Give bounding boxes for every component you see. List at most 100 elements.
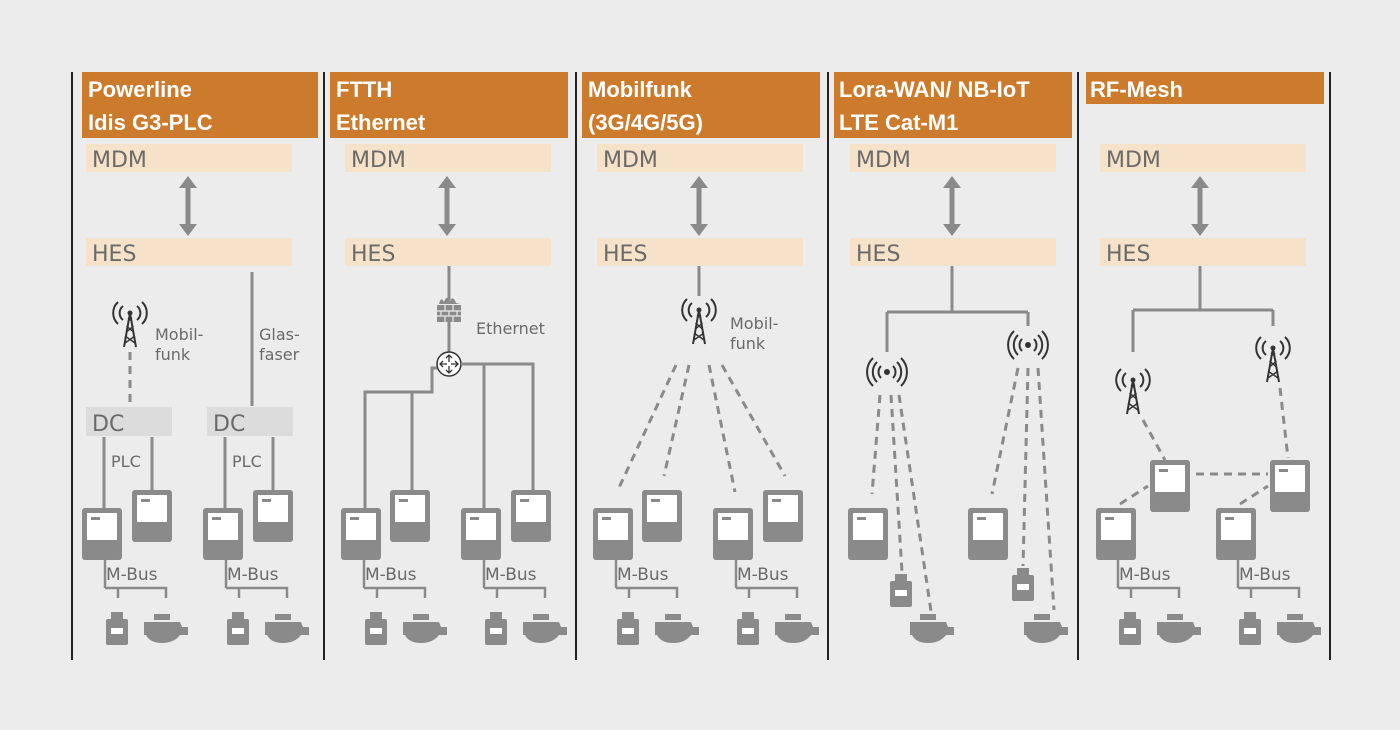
electricity-meter-icon <box>203 508 243 560</box>
heat-meter-icon <box>1012 568 1034 601</box>
mbus-label-1: M-Bus <box>617 565 669 585</box>
water-meter-icon <box>1277 614 1321 643</box>
mdm-hes-arrow <box>179 176 197 236</box>
mdm-hes-arrow <box>1191 176 1209 236</box>
mdm-box <box>597 144 803 172</box>
mbus-label-2: M-Bus <box>227 565 279 585</box>
mobilfunk-label-1: Mobil- <box>155 325 203 344</box>
column-title-line-1: FTTH <box>336 77 392 102</box>
mdm-label: MDM <box>603 148 658 173</box>
column-header-bg <box>582 72 820 138</box>
mobilfunk-label-2: funk <box>155 345 191 364</box>
heat-meter-icon <box>890 574 912 607</box>
mdm-box <box>86 144 292 172</box>
column-ftth: FTTH Ethernet MDM HES Ethernet <box>330 72 568 645</box>
mbus-label-1: M-Bus <box>106 565 158 585</box>
glasfaser-label-1: Glas- <box>259 325 300 344</box>
cell-tower-icon <box>112 301 148 348</box>
electricity-meter-icon <box>713 508 753 560</box>
column-header-bg <box>834 72 1072 138</box>
heat-meter-icon <box>485 612 507 645</box>
heat-meter-icon <box>1119 612 1141 645</box>
dc-label-2: DC <box>213 412 245 437</box>
column-mobilfunk: Mobilfunk (3G/4G/5G) MDM HES Mobil- funk… <box>582 72 820 645</box>
water-meter-icon <box>655 614 699 643</box>
mbus-label-2: M-Bus <box>737 565 789 585</box>
electricity-meter-icon <box>848 508 888 560</box>
hes-label: HES <box>351 242 395 267</box>
column-title-line-2: LTE Cat-M1 <box>839 110 958 135</box>
mobilfunk-label-2: funk <box>730 334 766 353</box>
hes-label: HES <box>603 242 647 267</box>
electricity-meter-icon <box>341 508 381 560</box>
heat-meter-icon <box>227 612 249 645</box>
dc-box-2 <box>207 407 293 436</box>
heat-meter-icon <box>617 612 639 645</box>
mdm-hes-arrow <box>943 176 961 236</box>
water-meter-icon <box>403 614 447 643</box>
router-icon <box>436 351 462 377</box>
mdm-label: MDM <box>351 148 406 173</box>
column-title-line-1: Lora-WAN/ NB-IoT <box>839 77 1030 102</box>
hes-box <box>1100 238 1306 266</box>
water-meter-icon <box>1024 614 1068 643</box>
water-meter-icon <box>265 614 309 643</box>
electricity-meter-icon <box>642 490 682 542</box>
heat-meter-icon <box>1239 612 1261 645</box>
water-meter-icon <box>1157 614 1201 643</box>
column-powerline: Powerline Idis G3-PLC MDM HES Mobil- fun… <box>82 72 318 645</box>
electricity-meter-icon <box>763 490 803 542</box>
radio-signal-icon <box>1007 330 1049 360</box>
radio-signal-icon <box>866 357 908 387</box>
column-title-line-2: Ethernet <box>336 110 426 135</box>
electricity-meter-icon <box>1150 460 1190 512</box>
mobilfunk-label-1: Mobil- <box>730 314 778 333</box>
mdm-box <box>1100 144 1306 172</box>
ethernet-label: Ethernet <box>476 319 545 338</box>
cell-tower-icon <box>681 298 717 345</box>
dc-box-1 <box>86 407 172 436</box>
electricity-meter-icon <box>968 508 1008 560</box>
mdm-label: MDM <box>92 148 147 173</box>
electricity-meter-icon <box>253 490 293 542</box>
column-header-bg <box>1086 72 1324 104</box>
heat-meter-icon <box>106 612 128 645</box>
mdm-box <box>345 144 551 172</box>
glasfaser-label-2: faser <box>259 345 300 364</box>
hes-label: HES <box>92 242 136 267</box>
mdm-label: MDM <box>856 148 911 173</box>
electricity-meter-icon <box>1096 508 1136 560</box>
heat-meter-icon <box>737 612 759 645</box>
column-header-bg <box>82 72 318 138</box>
hes-label: HES <box>1106 242 1150 267</box>
column-title-line-2: Idis G3-PLC <box>88 110 213 135</box>
electricity-meter-icon <box>82 508 122 560</box>
water-meter-icon <box>144 614 188 643</box>
mbus-label-2: M-Bus <box>1239 565 1291 585</box>
column-title-line-1: Mobilfunk <box>588 77 693 102</box>
column-lora: Lora-WAN/ NB-IoT LTE Cat-M1 MDM HES <box>834 72 1072 643</box>
electricity-meter-icon <box>132 490 172 542</box>
hes-box <box>345 238 551 266</box>
electricity-meter-icon <box>390 490 430 542</box>
column-header-bg <box>330 72 568 138</box>
mdm-hes-arrow <box>438 176 456 236</box>
mdm-box <box>850 144 1056 172</box>
firewall-icon <box>437 297 461 322</box>
water-meter-icon <box>910 614 954 643</box>
column-title-line-1: RF-Mesh <box>1090 77 1183 102</box>
hes-label: HES <box>856 242 900 267</box>
electricity-meter-icon <box>461 508 501 560</box>
column-rfmesh: RF-Mesh MDM HES M-Bus M-Bus <box>1086 72 1324 645</box>
hes-box <box>86 238 292 266</box>
plc-label-2: PLC <box>232 452 262 471</box>
column-title-line-2: (3G/4G/5G) <box>588 110 703 135</box>
electricity-meter-icon <box>593 508 633 560</box>
water-meter-icon <box>775 614 819 643</box>
dc-label-1: DC <box>92 412 124 437</box>
cell-tower-icon <box>1255 336 1291 383</box>
water-meter-icon <box>523 614 567 643</box>
column-title-line-1: Powerline <box>88 77 192 102</box>
mbus-label-2: M-Bus <box>485 565 537 585</box>
hes-box <box>850 238 1056 266</box>
